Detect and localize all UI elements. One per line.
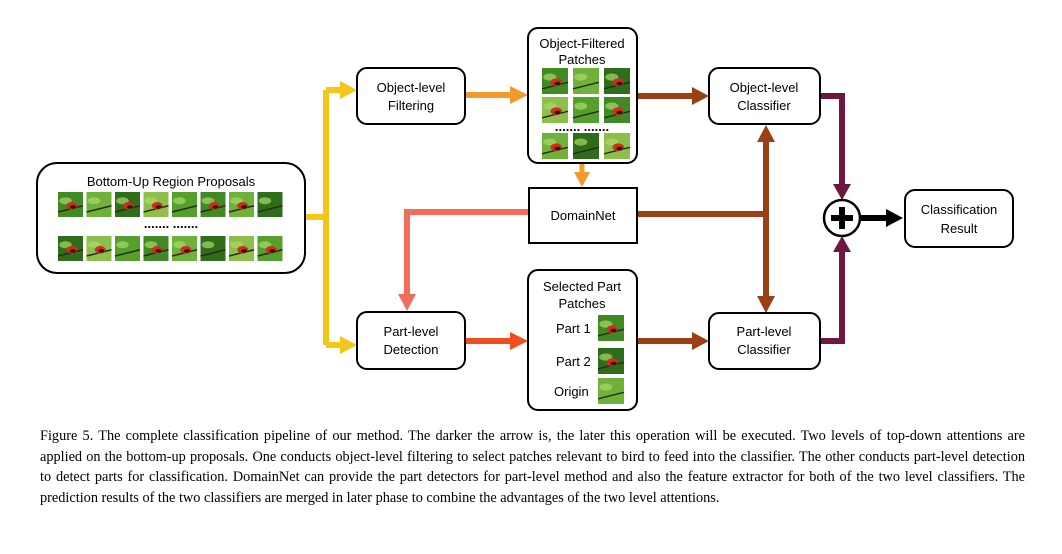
classification-result-box: Classification Result	[904, 189, 1014, 248]
arrow-patches-to-domainnet	[574, 163, 590, 187]
patch-thumbnail	[171, 192, 198, 217]
patch-thumbnail	[114, 192, 141, 217]
patch-thumbnail	[143, 236, 169, 261]
object-patches-line2: Patches	[559, 52, 606, 67]
part-patches-line2: Patches	[559, 296, 606, 311]
result-line1: Classification	[921, 202, 998, 217]
patch-thumbnail	[597, 378, 625, 404]
arrow-patches-to-object-classifier	[637, 87, 709, 105]
part2-label: Part 2	[556, 354, 591, 369]
patch-thumbnail	[114, 236, 141, 261]
arrow-part-classifier-to-combine	[820, 236, 851, 344]
patch-thumbnail	[603, 97, 631, 123]
arrow-filtering-to-patches	[465, 86, 528, 104]
patch-thumbnail	[603, 68, 631, 94]
object-filtering-line1: Object-level	[377, 80, 446, 95]
arrow-detection-to-part-patches	[465, 332, 528, 350]
patch-thumbnail	[597, 315, 625, 341]
patch-thumbnail	[57, 236, 84, 261]
part-detection-line1: Part-level	[384, 324, 439, 339]
patch-thumbnail	[572, 133, 600, 159]
object-filtering-line2: Filtering	[388, 98, 434, 113]
patch-thumbnail	[86, 192, 112, 217]
patch-thumbnail	[228, 192, 255, 217]
patch-thumbnail	[200, 236, 226, 261]
part-level-classifier-box: Part-level Classifier	[708, 312, 821, 370]
patch-thumbnail	[86, 236, 112, 261]
patch-thumbnail	[257, 192, 283, 217]
bottom-up-patch-row-top	[57, 192, 283, 217]
plus-icon	[831, 207, 853, 229]
object-patches-dots: ....... .......	[555, 119, 609, 134]
selected-part-patches-box: Selected Part Patches Part 1 Part 2 Orig…	[527, 269, 638, 411]
arrow-domainnet-to-detection	[398, 209, 529, 311]
patch-thumbnail	[541, 68, 569, 94]
arrow-part-patches-to-part-classifier	[637, 332, 709, 350]
object-patches-line1: Object-Filtered	[539, 36, 624, 51]
part-patch-images	[597, 315, 625, 404]
patch-thumbnail	[200, 192, 226, 217]
patch-thumbnail	[541, 133, 569, 159]
object-filtered-patches-box: Object-Filtered Patches ....... .......	[527, 27, 638, 164]
object-patches-grid	[541, 68, 631, 159]
patch-thumbnail	[228, 236, 255, 261]
patch-thumbnail	[572, 97, 600, 123]
patch-thumbnail	[597, 348, 625, 374]
part-level-detection-box: Part-level Detection	[356, 311, 466, 370]
result-line2: Result	[941, 221, 978, 236]
domainnet-box: DomainNet	[528, 187, 638, 244]
combine-plus-node	[822, 198, 862, 238]
object-level-classifier-box: Object-level Classifier	[708, 67, 821, 125]
patch-thumbnail	[541, 97, 569, 123]
object-classifier-line1: Object-level	[730, 80, 799, 95]
arrow-combine-to-result	[861, 209, 903, 227]
patch-thumbnail	[57, 192, 84, 217]
bottom-up-patch-row-bottom	[57, 236, 283, 261]
part-classifier-line1: Part-level	[737, 324, 792, 339]
part-detection-line2: Detection	[384, 342, 439, 357]
bottom-up-dots: ....... .......	[144, 216, 198, 231]
bottom-up-label: Bottom-Up Region Proposals	[87, 174, 256, 189]
part-classifier-line2: Classifier	[737, 342, 791, 357]
part1-label: Part 1	[556, 321, 591, 336]
figure-caption: Figure 5. The complete classification pi…	[40, 428, 1025, 507]
object-level-filtering-box: Object-level Filtering	[356, 67, 466, 125]
patch-thumbnail	[143, 192, 169, 217]
patch-thumbnail	[603, 133, 631, 159]
arrow-object-classifier-to-combine	[820, 93, 851, 200]
patch-thumbnail	[572, 68, 600, 94]
origin-label: Origin	[554, 384, 589, 399]
bottom-up-region-proposals-box: Bottom-Up Region Proposals ....... .....…	[36, 162, 306, 274]
arrow-bottomup-to-filtering-and-detection	[305, 81, 357, 354]
arrow-domainnet-to-classifiers	[637, 125, 775, 313]
patch-thumbnail	[257, 236, 283, 261]
part-patches-line1: Selected Part	[543, 279, 621, 294]
pipeline-diagram: Bottom-Up Region Proposals ....... .....…	[36, 27, 1014, 411]
domainnet-label: DomainNet	[550, 208, 615, 223]
object-classifier-line2: Classifier	[737, 98, 791, 113]
patch-thumbnail	[171, 236, 198, 261]
